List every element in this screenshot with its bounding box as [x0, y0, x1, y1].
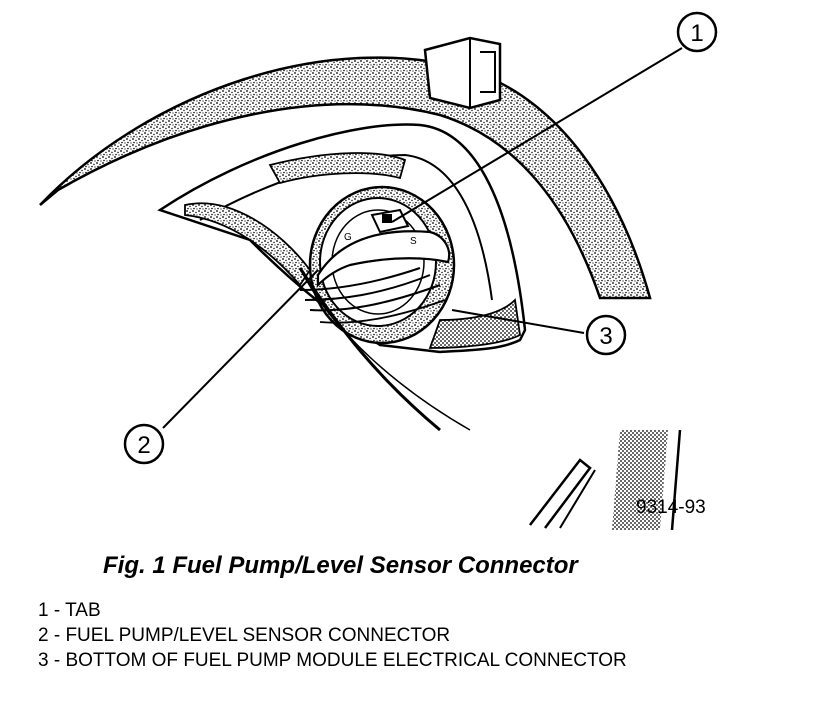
tank-outer-shell	[39, 56, 652, 300]
legend-item: 3 - BOTTOM OF FUEL PUMP MODULE ELECTRICA…	[38, 650, 627, 671]
figure-reference-code: 9314-93	[636, 497, 706, 518]
tank-edge-fragment	[529, 429, 682, 531]
callout-1-number: 1	[690, 20, 703, 47]
tank-lower-shell	[298, 267, 471, 432]
fuel-pump-connector-illustration: G S 1 2 3 9314-93	[39, 11, 718, 531]
callout-3: 3	[585, 314, 627, 356]
connector-harness: G S	[299, 208, 451, 324]
callout-2-number: 2	[137, 432, 150, 459]
inset-letter-s: S	[410, 236, 417, 247]
inset-letter-g: G	[344, 232, 352, 243]
legend-item: 2 - FUEL PUMP/LEVEL SENSOR CONNECTOR	[38, 625, 451, 646]
callout-2-leader	[162, 269, 319, 429]
callout-3-number: 3	[599, 323, 612, 350]
tank-flange-fitting	[423, 36, 502, 110]
legend-item: 1 - TAB	[38, 600, 101, 621]
callout-1: 1	[676, 11, 718, 53]
callout-legend: 1 - TAB 2 - FUEL PUMP/LEVEL SENSOR CONNE…	[38, 598, 678, 673]
callout-2: 2	[123, 423, 165, 465]
electrical-connector-body	[308, 185, 456, 345]
figure-caption: Fig. 1 Fuel Pump/Level Sensor Connector	[103, 552, 578, 579]
callout-3-leader	[451, 309, 585, 334]
callout-1-leader	[391, 47, 683, 223]
